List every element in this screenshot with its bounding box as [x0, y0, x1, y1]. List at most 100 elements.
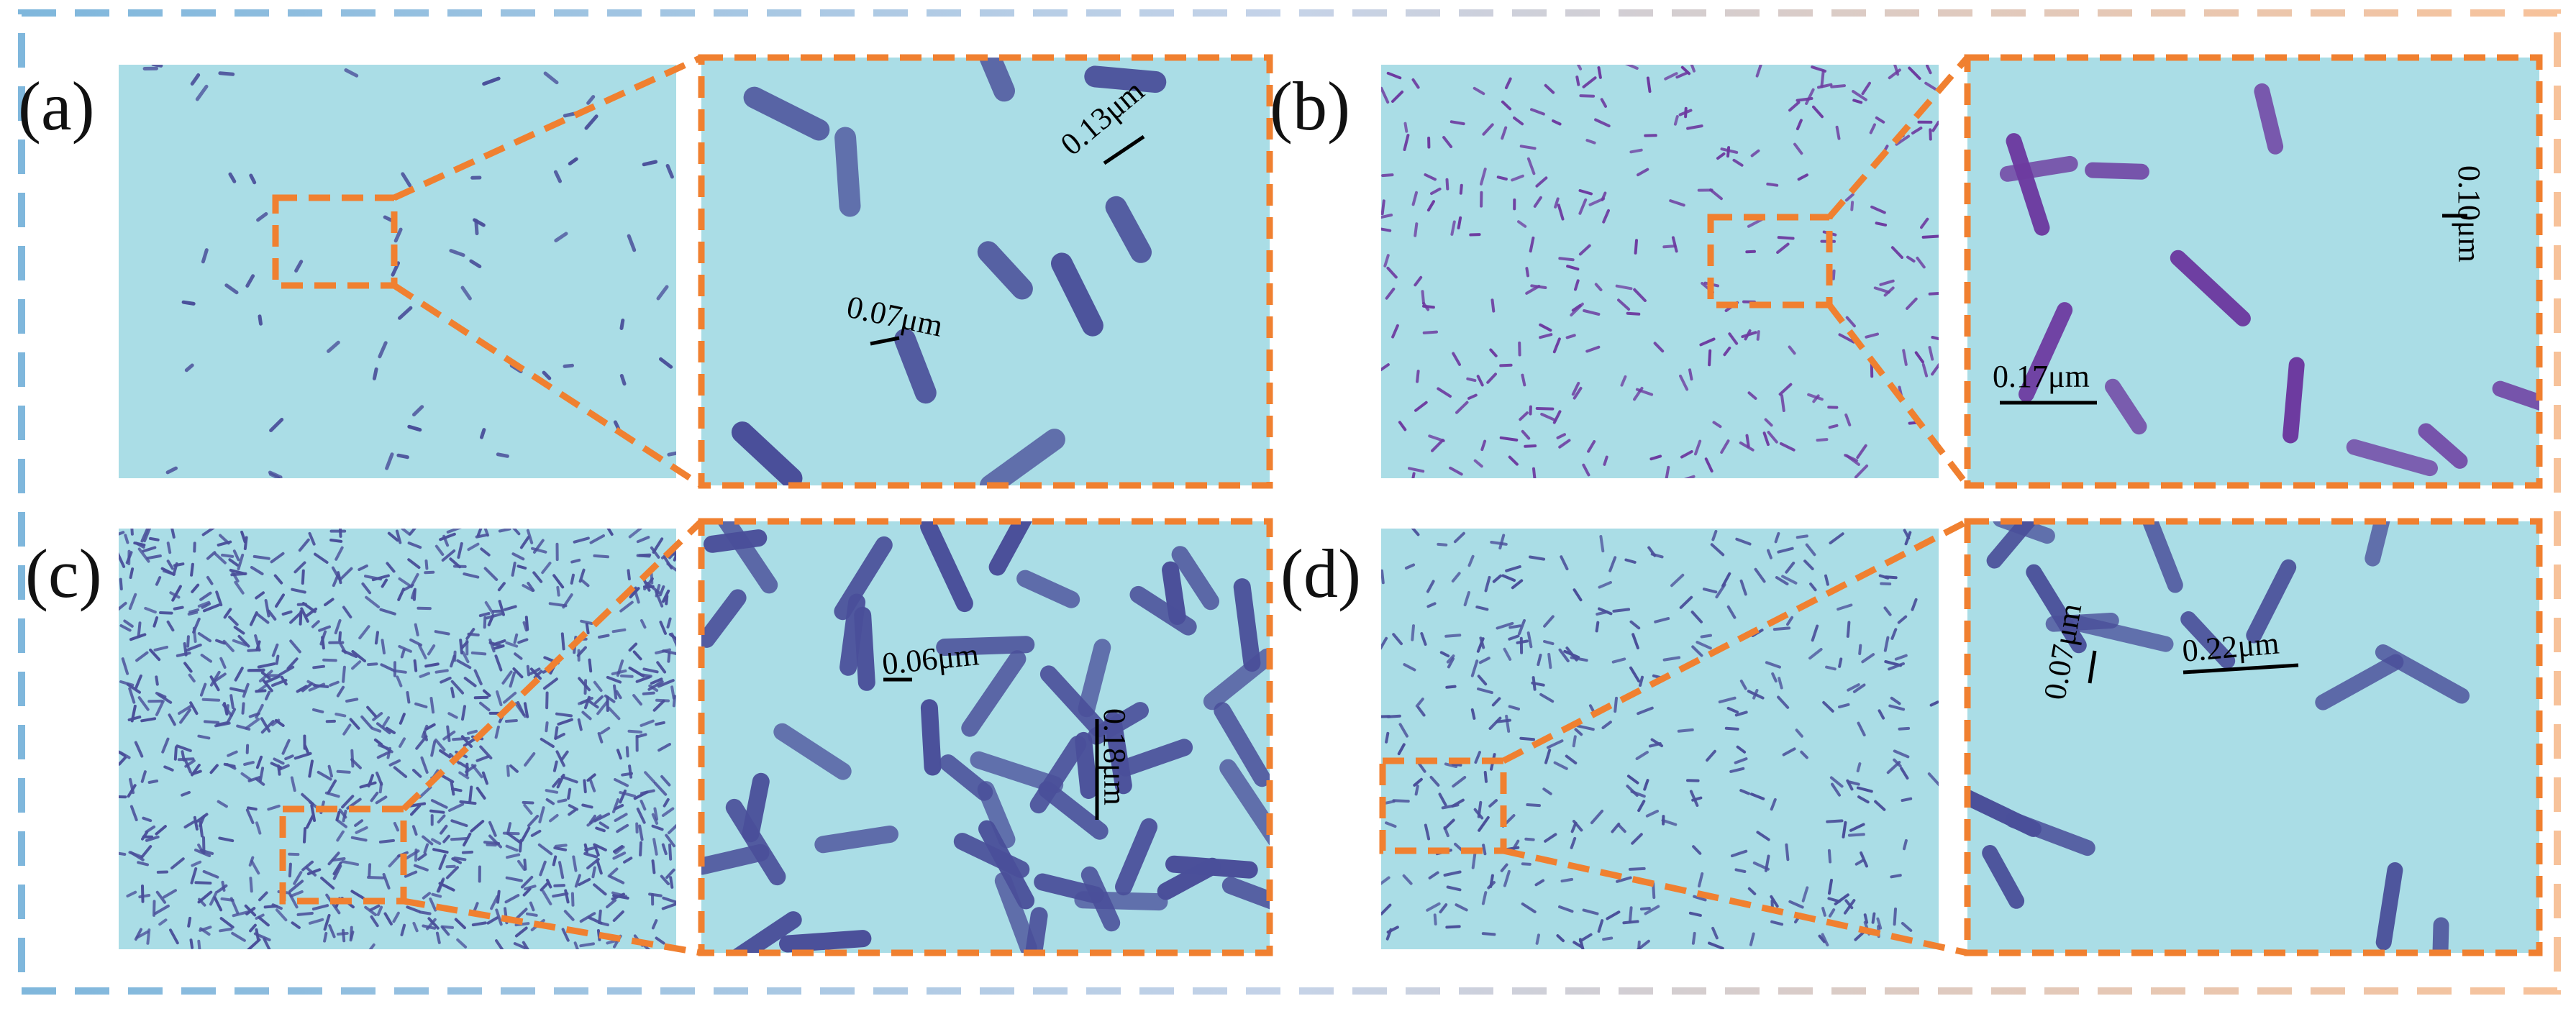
- panel-label-c: (c): [25, 535, 102, 612]
- bacterium: [1838, 703, 1850, 708]
- bacterium: [988, 521, 1032, 576]
- bacterium: [1511, 579, 1524, 590]
- bacterium: [429, 697, 435, 714]
- bacterium: [616, 823, 629, 833]
- bacterium: [1711, 926, 1719, 940]
- bacterium: [461, 850, 474, 854]
- bacterium: [200, 654, 212, 663]
- bacterium: [529, 667, 541, 675]
- bacterium: [656, 285, 669, 301]
- bacterium: [506, 764, 510, 777]
- bacterium: [524, 752, 536, 767]
- bacterium: [1453, 531, 1465, 544]
- bacterium: [151, 65, 163, 68]
- bacterium: [1838, 333, 1855, 344]
- bacterium: [338, 567, 353, 581]
- bacterium: [651, 824, 664, 831]
- bacterium: [1844, 193, 1854, 202]
- bacterium: [1503, 869, 1511, 887]
- bacterium: [308, 682, 326, 692]
- bacterium: [1424, 173, 1437, 181]
- bacterium: [1612, 608, 1631, 613]
- zoom-frame-c: [698, 518, 1273, 956]
- bacterium: [1893, 65, 1900, 76]
- bacterium: [1690, 65, 1696, 73]
- bacterium: [468, 785, 473, 804]
- bacterium: [165, 466, 178, 475]
- bacterium: [1688, 911, 1702, 917]
- bacterium: [247, 938, 261, 949]
- zoom-frame-a: [698, 54, 1273, 489]
- bacterium: [421, 724, 429, 739]
- bacterium: [229, 568, 247, 575]
- bacterium: [377, 744, 389, 750]
- bacterium: [467, 542, 480, 552]
- bacterium: [1890, 874, 1902, 879]
- bacterium: [370, 726, 382, 733]
- bacterium: [273, 757, 285, 765]
- bacterium: [199, 591, 212, 601]
- bacterium: [1582, 908, 1599, 915]
- bacterium: [270, 552, 285, 564]
- bacterium: [593, 680, 603, 693]
- bacterium: [199, 927, 211, 936]
- bacterium: [669, 876, 674, 889]
- bacterium: [611, 891, 627, 898]
- bacterium: [522, 621, 528, 632]
- bacterium: [1766, 182, 1779, 187]
- bacterium: [1856, 444, 1867, 460]
- bacterium: [127, 784, 137, 798]
- bacterium: [961, 650, 1027, 737]
- bacterium: [1735, 537, 1752, 546]
- bacterium: [1496, 621, 1514, 630]
- bacterium: [193, 815, 199, 831]
- bacterium: [245, 274, 255, 288]
- bacterium: [429, 809, 445, 814]
- bacterium: [490, 895, 499, 910]
- bacterium: [250, 566, 264, 575]
- bacterium: [450, 687, 455, 698]
- bacterium: [1603, 455, 1608, 466]
- bacterium: [977, 241, 1033, 300]
- bacterium: [1488, 799, 1498, 808]
- bacterium: [1664, 72, 1678, 81]
- bacterium: [1508, 624, 1521, 629]
- bacterium: [1739, 680, 1747, 690]
- bacterium: [155, 825, 167, 836]
- bacterium: [387, 531, 399, 542]
- bacterium: [2418, 423, 2468, 469]
- bacterium: [218, 836, 235, 843]
- bacterium: [201, 529, 215, 536]
- bacterium: [1626, 774, 1639, 785]
- bacterium: [2315, 654, 2404, 710]
- bacterium: [412, 588, 417, 601]
- bacterium: [773, 723, 852, 780]
- bacterium: [659, 621, 667, 635]
- bacterium: [213, 896, 223, 912]
- bacterium: [506, 822, 512, 836]
- bacterium: [1403, 134, 1410, 151]
- bacterium: [554, 844, 568, 848]
- bacterium: [1615, 284, 1633, 291]
- bacterium: [257, 662, 276, 669]
- bacterium: [140, 529, 149, 543]
- bacterium: [170, 857, 185, 869]
- bacterium: [1381, 569, 1385, 585]
- bacterium: [173, 562, 185, 567]
- bacterium: [219, 534, 230, 545]
- bacterium: [358, 564, 368, 572]
- bacterium: [653, 807, 659, 821]
- bacterium: [1560, 555, 1569, 571]
- bacterium: [327, 851, 340, 866]
- bacterium: [936, 636, 1035, 656]
- bacterium: [1529, 236, 1535, 253]
- bacterium: [583, 779, 587, 794]
- bacterium: [1450, 220, 1456, 236]
- bacterium: [1822, 700, 1834, 713]
- bacterium: [920, 521, 973, 613]
- bacterium: [441, 549, 456, 562]
- bacterium: [1470, 708, 1476, 720]
- bacterium: [188, 673, 196, 682]
- bacterium: [202, 603, 220, 613]
- bacterium: [1807, 393, 1824, 401]
